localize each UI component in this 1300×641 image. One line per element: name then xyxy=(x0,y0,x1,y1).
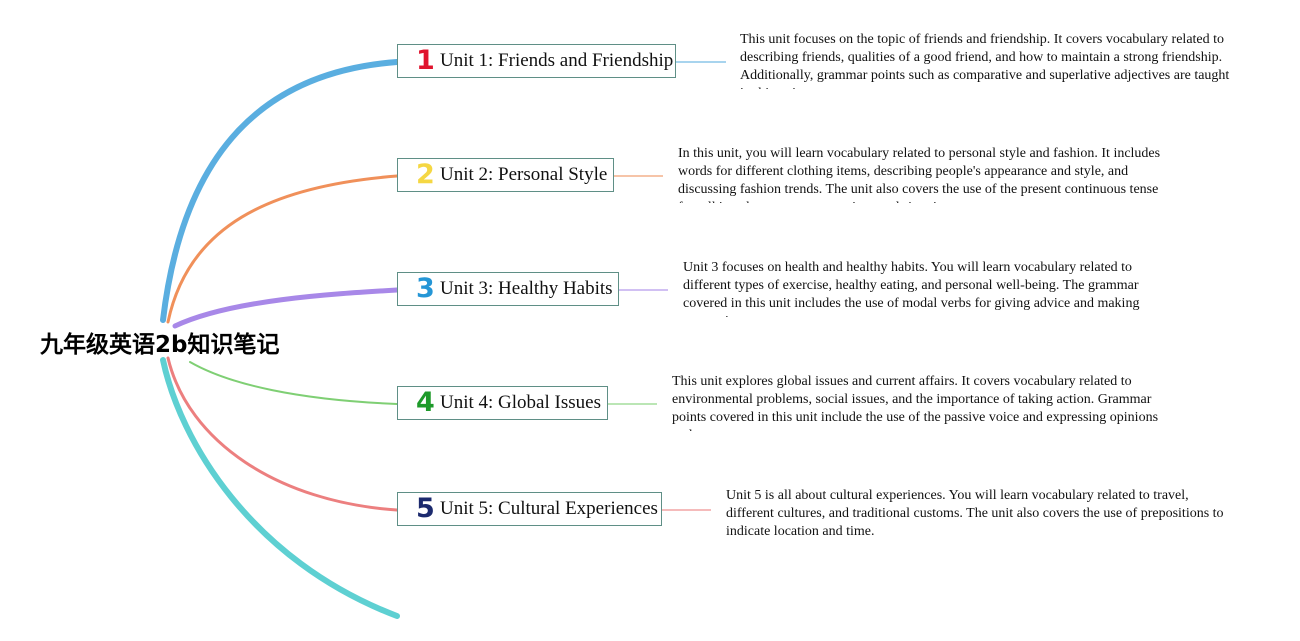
branch-curve-unit-3 xyxy=(172,287,400,329)
unit-number-icon-2: 2 xyxy=(416,159,435,190)
branch-curve-unit-2 xyxy=(166,174,399,324)
unit-number-icon-5: 5 xyxy=(416,493,435,524)
unit-number-icon-3: 3 xyxy=(416,273,435,304)
unit-label-5: Unit 5: Cultural Experiences xyxy=(440,498,658,519)
unit-label-3: Unit 3: Healthy Habits xyxy=(440,278,613,299)
unit-description-4: This unit explores global issues and cur… xyxy=(672,374,1159,431)
branch-tail-curve xyxy=(160,357,400,619)
branch-curve-unit-1 xyxy=(160,59,400,323)
unit-description-1: This unit focuses on the topic of friend… xyxy=(740,32,1230,89)
unit-label-2: Unit 2: Personal Style xyxy=(440,164,608,185)
root-topic-title[interactable]: 九年级英语2b知识笔记 xyxy=(40,332,280,358)
unit-description-5: Unit 5 is all about cultural experiences… xyxy=(726,488,1224,539)
branch-curve-unit-4 xyxy=(189,361,398,405)
unit-description-2: In this unit, you will learn vocabulary … xyxy=(678,146,1161,203)
unit-description-3: Unit 3 focuses on health and healthy hab… xyxy=(683,260,1140,317)
unit-number-icon-1: 1 xyxy=(416,45,435,76)
unit-number-icon-4: 4 xyxy=(416,387,435,418)
unit-label-1: Unit 1: Friends and Friendship xyxy=(440,50,674,71)
unit-label-4: Unit 4: Global Issues xyxy=(440,392,601,413)
branch-curve-unit-5 xyxy=(166,356,399,512)
